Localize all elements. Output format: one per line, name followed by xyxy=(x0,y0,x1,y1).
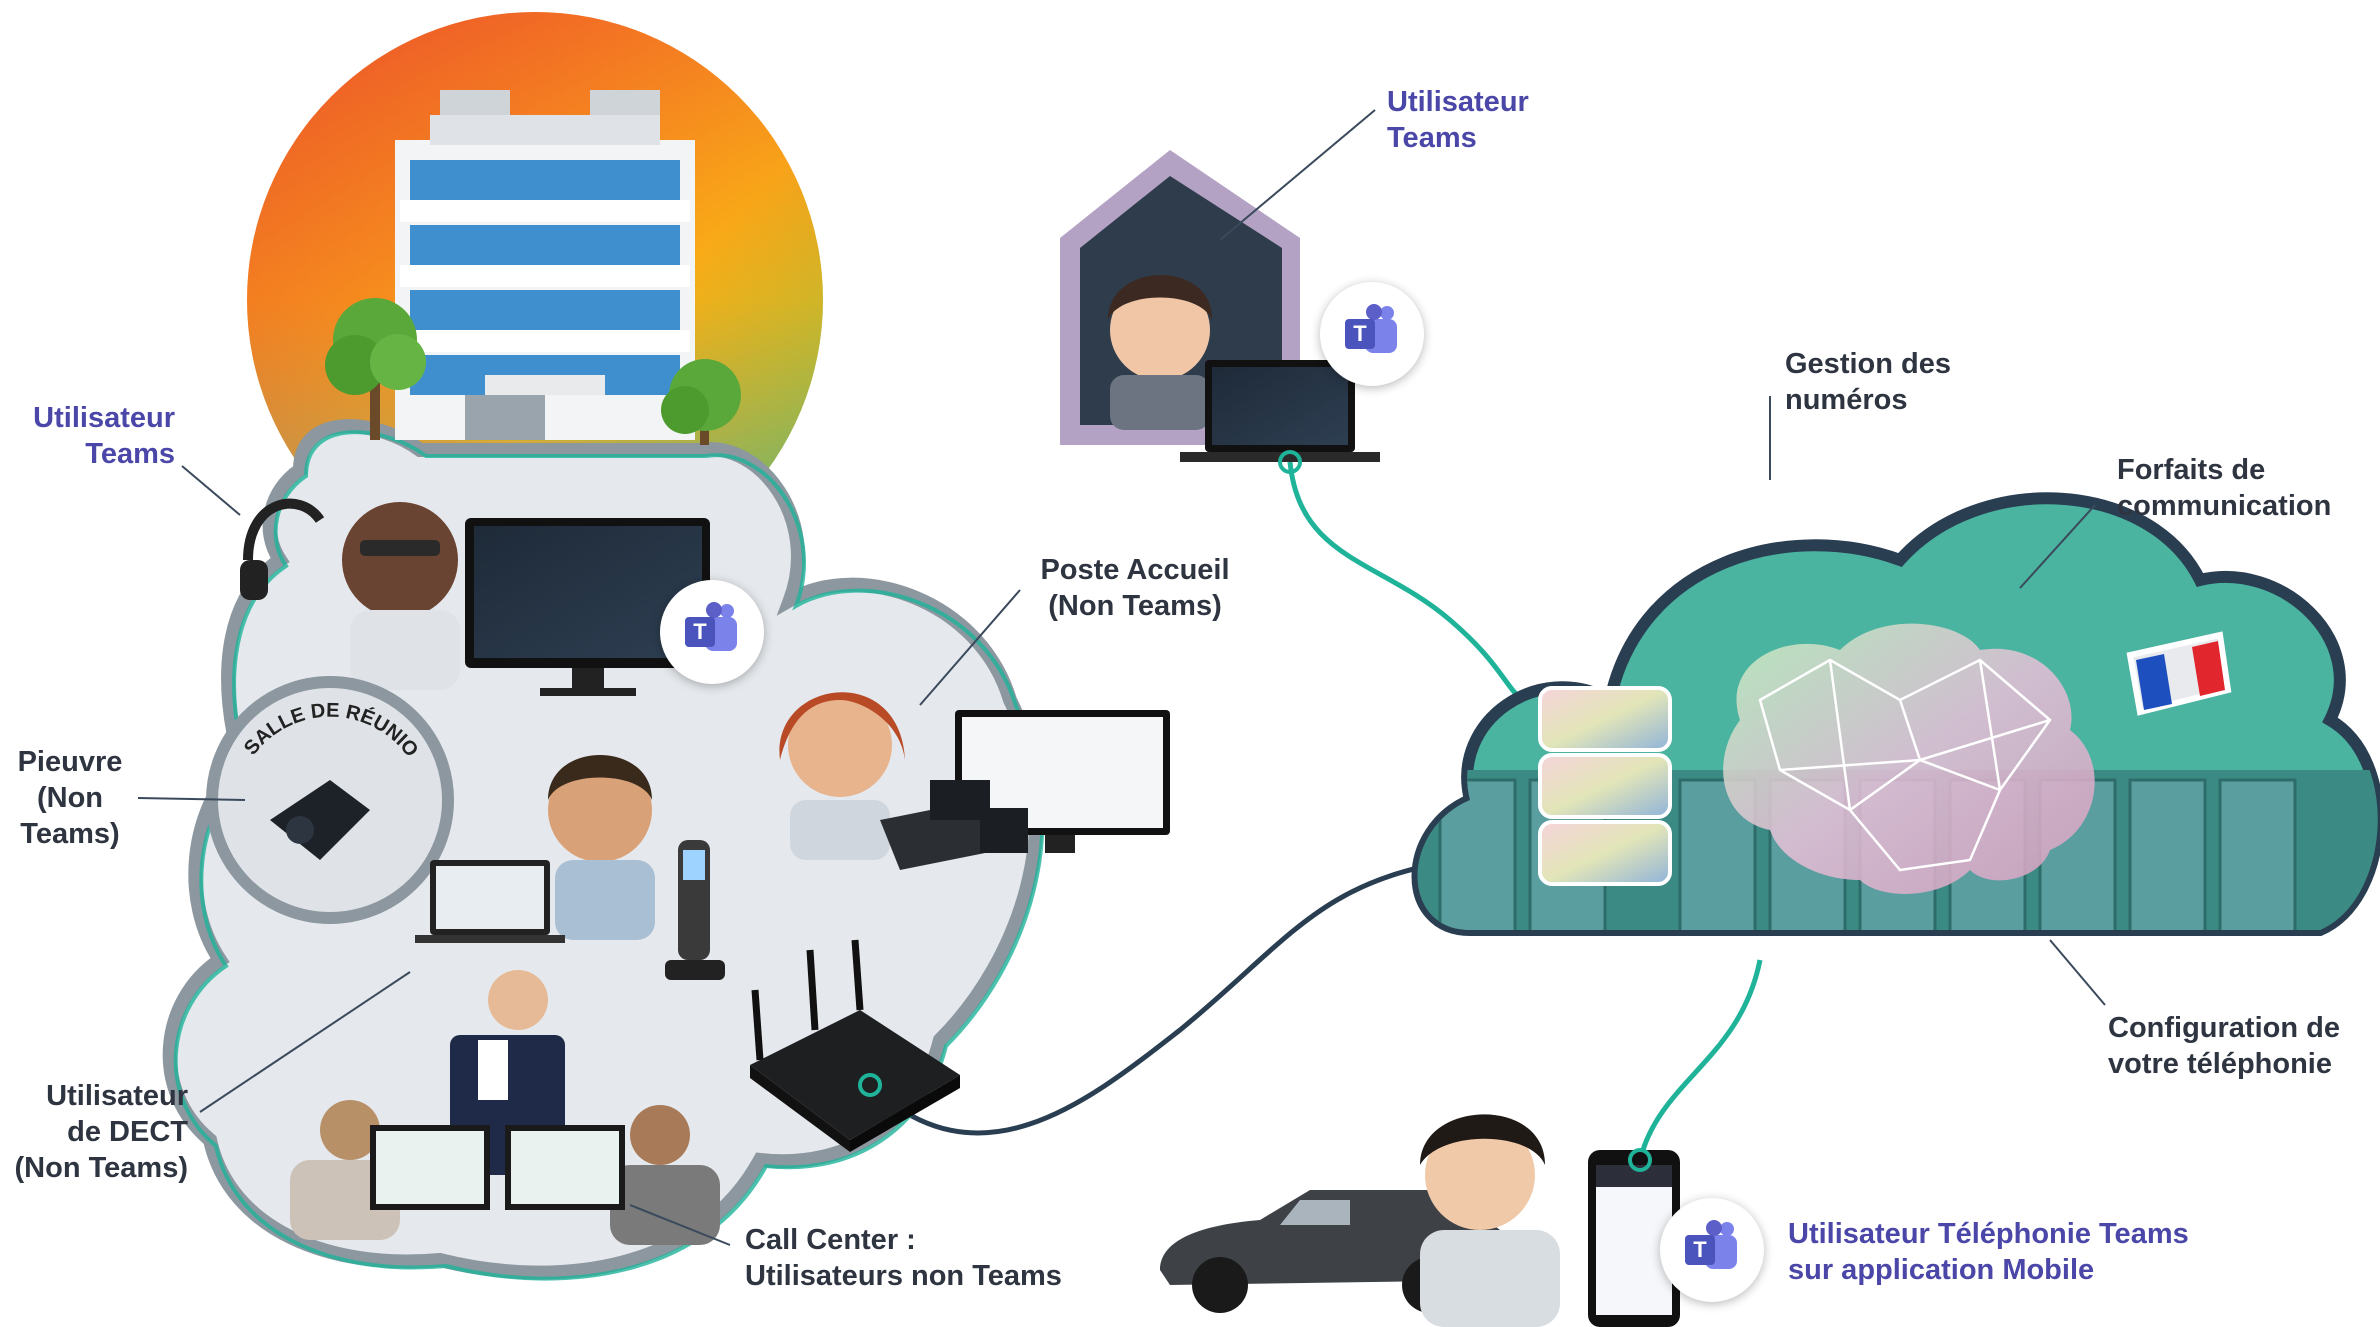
svg-text:T: T xyxy=(693,619,707,644)
data-blocks xyxy=(1538,686,1672,886)
office-monitor xyxy=(465,518,710,696)
telephony-cloud xyxy=(1411,492,2380,936)
tree-right xyxy=(661,359,741,445)
teams-icon: T xyxy=(685,602,737,651)
smartphone-icon xyxy=(1588,1150,1680,1327)
tree-left xyxy=(325,298,426,440)
label-config: Configuration de votre téléphonie xyxy=(2108,1012,2340,1080)
teams-badge-mobile: T xyxy=(1660,1198,1764,1302)
dect-phone-icon xyxy=(665,840,725,980)
svg-text:T: T xyxy=(1693,1237,1707,1262)
france-flag-icon xyxy=(2126,631,2232,716)
connector-router-to-cloud xyxy=(868,857,1461,1136)
call-center-group xyxy=(290,970,720,1245)
mobile-user xyxy=(1420,1114,1560,1327)
desk-phone-icon xyxy=(880,780,1028,870)
teams-icon: T xyxy=(1685,1220,1737,1269)
teams-badge-home: T xyxy=(1320,282,1424,386)
label-teams-user-home: Utilisateur Teams xyxy=(1387,86,1529,154)
teams-badge-office: T xyxy=(660,580,764,684)
label-reception: Poste Accueil (Non Teams) xyxy=(1040,554,1230,622)
teams-icon: T xyxy=(1345,304,1397,353)
connector-mobile-to-cloud xyxy=(1637,959,1763,1161)
office-building xyxy=(395,90,695,440)
laptop-dect-desk xyxy=(415,860,565,943)
svg-text:T: T xyxy=(1353,321,1367,346)
ai-brain xyxy=(1723,623,2095,894)
conference-phone-icon xyxy=(270,780,370,860)
label-octopus: Pieuvre (Non Teams) xyxy=(17,746,123,850)
label-call-center: Call Center : Utilisateurs non Teams xyxy=(745,1224,1062,1292)
dect-user xyxy=(548,755,655,940)
label-plans: Forfaits de communication xyxy=(2117,454,2332,522)
home-user xyxy=(1108,275,1213,430)
label-mobile: Utilisateur Téléphonie Teams sur applica… xyxy=(1788,1218,2189,1286)
connector-home-to-cloud xyxy=(1287,461,1561,723)
label-number-management: Gestion des numéros xyxy=(1785,348,1951,416)
reception-user xyxy=(779,692,905,860)
office-teams-user xyxy=(240,498,460,690)
home-laptop xyxy=(1180,360,1380,462)
label-dect: Utilisateur de DECT (Non Teams) xyxy=(14,1080,188,1184)
router-icon xyxy=(750,939,960,1152)
label-teams-user-office: Utilisateur Teams xyxy=(33,402,175,470)
